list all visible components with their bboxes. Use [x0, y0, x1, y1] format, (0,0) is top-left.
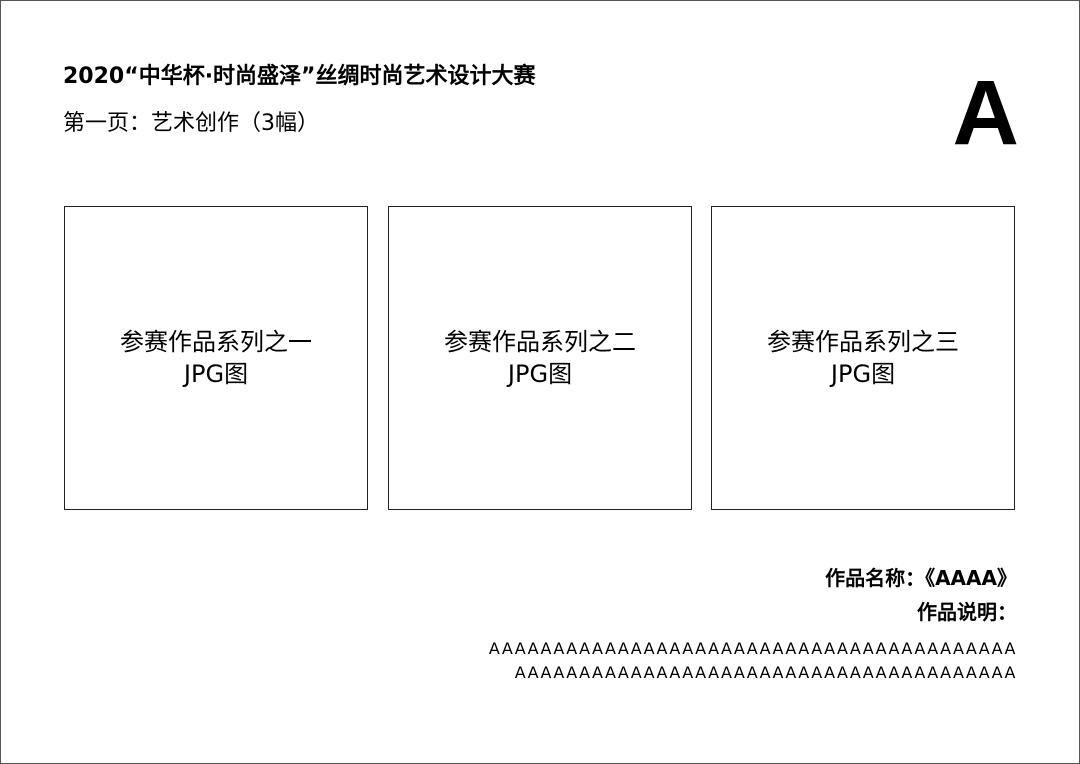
page-letter: A — [952, 62, 1019, 164]
artwork-placeholder-1: 参赛作品系列之一 JPG图 — [64, 206, 368, 510]
work-description-label: 作品说明： — [917, 600, 1017, 624]
work-description-line-2: AAAAAAAAAAAAAAAAAAAAAAAAAAAAAAAAAAAAAAA — [514, 663, 1017, 682]
artwork-placeholder-label: 参赛作品系列之一 — [120, 328, 312, 356]
artwork-placeholder-format: JPG图 — [183, 360, 249, 388]
contest-title: 2020“中华杯·时尚盛泽”丝绸时尚艺术设计大赛 — [63, 64, 536, 89]
artwork-placeholder-3: 参赛作品系列之三 JPG图 — [711, 206, 1015, 510]
artwork-placeholder-2: 参赛作品系列之二 JPG图 — [388, 206, 692, 510]
artwork-placeholder-label: 参赛作品系列之三 — [767, 328, 959, 356]
page-subtitle: 第一页：艺术创作（3幅） — [63, 111, 319, 136]
artwork-placeholder-format: JPG图 — [507, 360, 573, 388]
work-description-line-1: AAAAAAAAAAAAAAAAAAAAAAAAAAAAAAAAAAAAAAAA… — [488, 639, 1017, 658]
artwork-placeholder-label: 参赛作品系列之二 — [444, 328, 636, 356]
work-name: 作品名称：《AAAA》 — [825, 566, 1017, 590]
artwork-placeholder-format: JPG图 — [830, 360, 896, 388]
